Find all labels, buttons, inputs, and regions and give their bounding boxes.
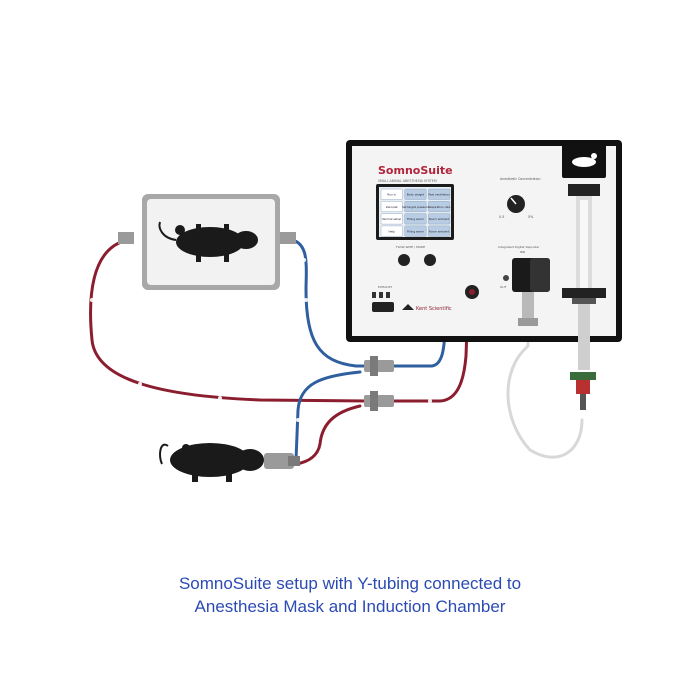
screen-button[interactable]: Help — [380, 225, 403, 237]
screen-button[interactable]: Room ambient — [428, 225, 450, 237]
screen-button-label: Filling warm — [407, 229, 424, 233]
caption-line-1: SomnoSuite setup with Y-tubing connected… — [178, 574, 522, 593]
tubing — [89, 238, 584, 466]
screen-button-label: Body weight — [407, 192, 425, 196]
induction-chamber — [118, 194, 296, 290]
mouse-in-chamber — [158, 221, 258, 262]
side-ports — [372, 292, 394, 312]
screen-button-label: Help — [389, 229, 396, 233]
concentration-dial[interactable] — [507, 195, 525, 213]
screen-button[interactable]: Respiration rate — [428, 201, 451, 213]
vaporizer — [512, 258, 550, 326]
screen-button-label: Set target pressure — [402, 205, 429, 209]
kent-logo — [402, 304, 414, 310]
screen-button-label: Normal setup — [382, 217, 401, 221]
screen-button[interactable]: Normal setup — [380, 213, 403, 225]
y-connector-lower — [364, 391, 394, 411]
screen-button-label: Room ambient — [429, 229, 450, 233]
y-connector-upper — [364, 356, 394, 376]
screen-button[interactable]: Set target pressure — [402, 201, 429, 213]
screen-button[interactable]: Filling warm — [404, 225, 427, 237]
screen-button[interactable]: Room ambient — [428, 213, 450, 225]
screen-button[interactable]: Filling warm — [404, 213, 427, 225]
dial-label: Anesthetic Concentration — [500, 177, 541, 181]
screen-button-label: Respiration rate — [428, 205, 451, 209]
vaporizer-sub: ISO — [520, 250, 526, 254]
syringe-valve[interactable] — [570, 372, 596, 410]
device-brand: SomnoSuite — [378, 164, 453, 177]
manufacturer-name: Kent Scientific — [416, 306, 452, 312]
caption: SomnoSuite setup with Y-tubing connected… — [0, 572, 700, 618]
screen-button-label: Fast ventilation — [428, 192, 450, 196]
setup-diagram: SomnoSuite SMALL ANIMAL ANESTHESIA SYSTE… — [89, 140, 622, 482]
valve-knob-right[interactable] — [424, 254, 436, 266]
red-tube-exhaust-link — [390, 298, 470, 403]
red-tube-mask-return — [294, 404, 362, 466]
dial-max: 5% — [528, 215, 534, 219]
screen-button[interactable]: Body weight — [404, 188, 427, 200]
screen-button[interactable]: Fast ventilation — [428, 188, 451, 200]
screen-button-label: Run in — [387, 192, 396, 196]
device-subtitle: SMALL ANIMAL ANESTHESIA SYSTEM — [378, 179, 437, 183]
caption-line-2: Anesthesia Mask and Induction Chamber — [194, 597, 506, 616]
vaporizer-label: Integrated Digital Vaporizer — [498, 245, 540, 249]
somnosuite-device: SomnoSuite SMALL ANIMAL ANESTHESIA SYSTE… — [346, 140, 622, 410]
blue-tube-chamber-return — [290, 238, 370, 368]
exhaust-label: EXHAUST — [378, 285, 392, 289]
screen-button-label: Room ambient — [429, 217, 450, 221]
out-port[interactable] — [503, 275, 509, 281]
syringe-pump — [562, 144, 606, 410]
screen-button[interactable]: Run in — [380, 188, 403, 200]
screen-button-label: Filling warm — [407, 217, 424, 221]
syringe-line — [506, 320, 584, 459]
screen-button[interactable]: Zero/set — [380, 201, 403, 213]
port-label: OUT — [500, 285, 507, 289]
screen-button-label: Zero/set — [386, 205, 399, 209]
valve-knob-left[interactable] — [398, 254, 410, 266]
anesthesia-mask — [264, 453, 300, 469]
blue-tube-mask-feed — [294, 370, 362, 462]
red-tube-chamber-loop — [89, 238, 370, 403]
dial-min: 0.5 — [499, 215, 504, 219]
mouse-logo-icon — [572, 153, 597, 167]
mouse-on-mask — [159, 443, 264, 482]
valve-label: FLOW RATE / MODE — [396, 245, 425, 249]
exhaust-port[interactable] — [465, 285, 479, 299]
